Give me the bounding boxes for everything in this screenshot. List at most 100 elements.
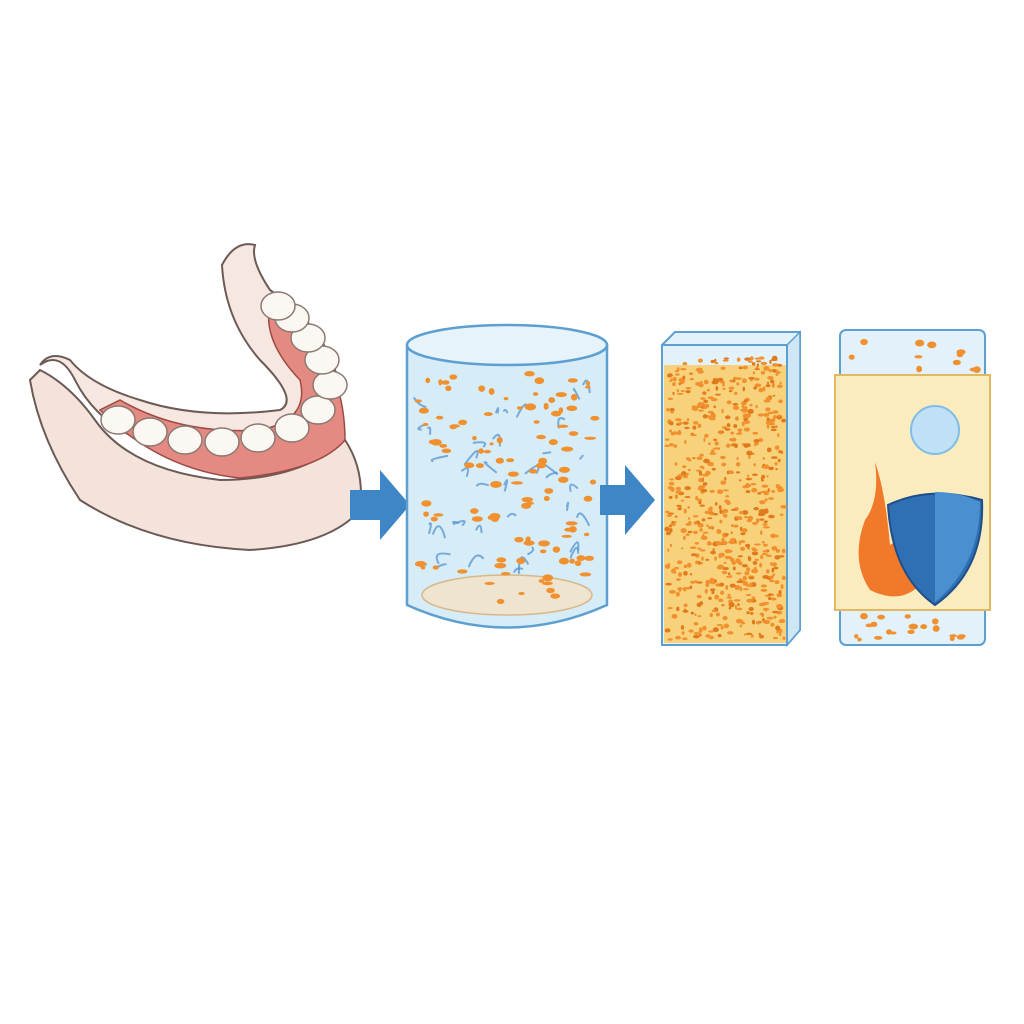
particle: [877, 614, 886, 620]
particle: [694, 613, 697, 617]
particle: [720, 366, 726, 370]
particle: [751, 487, 758, 493]
particle: [747, 408, 754, 414]
particle: [589, 479, 597, 485]
particle: [674, 462, 678, 466]
particle: [770, 428, 777, 432]
particle: [733, 599, 741, 602]
tooth: [260, 291, 296, 321]
particle: [689, 372, 694, 375]
particle: [679, 477, 682, 480]
particle: [698, 383, 704, 388]
tooth: [132, 417, 168, 447]
particle: [711, 380, 719, 385]
particle: [514, 536, 524, 543]
particle: [702, 403, 710, 409]
particle: [969, 367, 979, 372]
particle: [755, 366, 759, 369]
fiber: [452, 520, 460, 526]
particle: [449, 374, 458, 380]
particle: [483, 449, 491, 454]
particle: [670, 410, 674, 414]
particle: [690, 580, 696, 584]
particle: [558, 476, 569, 483]
fiber: [460, 467, 470, 478]
particle: [777, 458, 781, 463]
particle: [759, 518, 765, 521]
particle: [680, 625, 685, 630]
particle: [675, 486, 682, 491]
particle: [771, 490, 776, 493]
particle: [932, 618, 939, 625]
particle: [692, 515, 699, 518]
particle: [696, 456, 703, 461]
particle: [697, 547, 702, 550]
particle: [874, 635, 883, 640]
particle: [716, 529, 722, 534]
particle: [778, 450, 783, 454]
particle: [712, 513, 719, 516]
particle: [728, 539, 736, 545]
particle: [772, 573, 776, 576]
particle: [724, 476, 727, 481]
particle: [730, 443, 738, 447]
particle: [757, 492, 762, 495]
particle: [665, 438, 670, 441]
particle: [706, 524, 709, 527]
particle-suspension-cylinder-icon: [405, 323, 609, 629]
particle: [753, 386, 758, 390]
particle: [722, 615, 728, 621]
particle: [685, 586, 691, 590]
particle: [668, 481, 675, 486]
particle: [483, 412, 493, 417]
particle: [457, 569, 468, 574]
particle: [557, 424, 569, 428]
particle: [737, 428, 743, 432]
particle: [703, 399, 709, 403]
particle: [495, 457, 504, 464]
particle: [890, 631, 897, 635]
particle: [741, 528, 748, 533]
particle: [732, 560, 736, 564]
particle: [735, 462, 741, 467]
particle: [760, 361, 768, 366]
particle: [693, 530, 698, 535]
particle: [907, 629, 915, 634]
particle: [769, 379, 775, 384]
particle: [739, 624, 743, 628]
particle: [735, 416, 739, 421]
particle: [565, 521, 578, 526]
particle: [775, 625, 781, 631]
particle: [779, 381, 782, 385]
particle: [770, 597, 777, 601]
particle: [758, 602, 766, 607]
particle: [745, 482, 750, 488]
particle: [748, 576, 755, 580]
particle: [766, 447, 772, 453]
particle: [735, 471, 741, 474]
particle: [516, 406, 523, 410]
fiber: [475, 524, 483, 534]
particle: [752, 371, 755, 375]
particle: [760, 588, 768, 592]
particle: [773, 566, 779, 570]
particle: [737, 603, 740, 606]
particle: [732, 524, 739, 528]
fiber: [426, 426, 432, 435]
particle: [746, 598, 754, 603]
particle: [751, 473, 758, 477]
particle: [548, 439, 558, 446]
particle: [701, 477, 705, 483]
fiber: [431, 525, 447, 539]
particle: [433, 513, 444, 517]
particle: [711, 551, 716, 555]
fiber: [475, 482, 490, 487]
particle: [687, 468, 692, 471]
particle: [716, 623, 723, 627]
particle: [590, 415, 600, 421]
tooth: [100, 405, 136, 435]
particle: [721, 462, 727, 467]
particle: [561, 446, 574, 452]
particle: [774, 580, 780, 585]
particle: [726, 502, 730, 505]
